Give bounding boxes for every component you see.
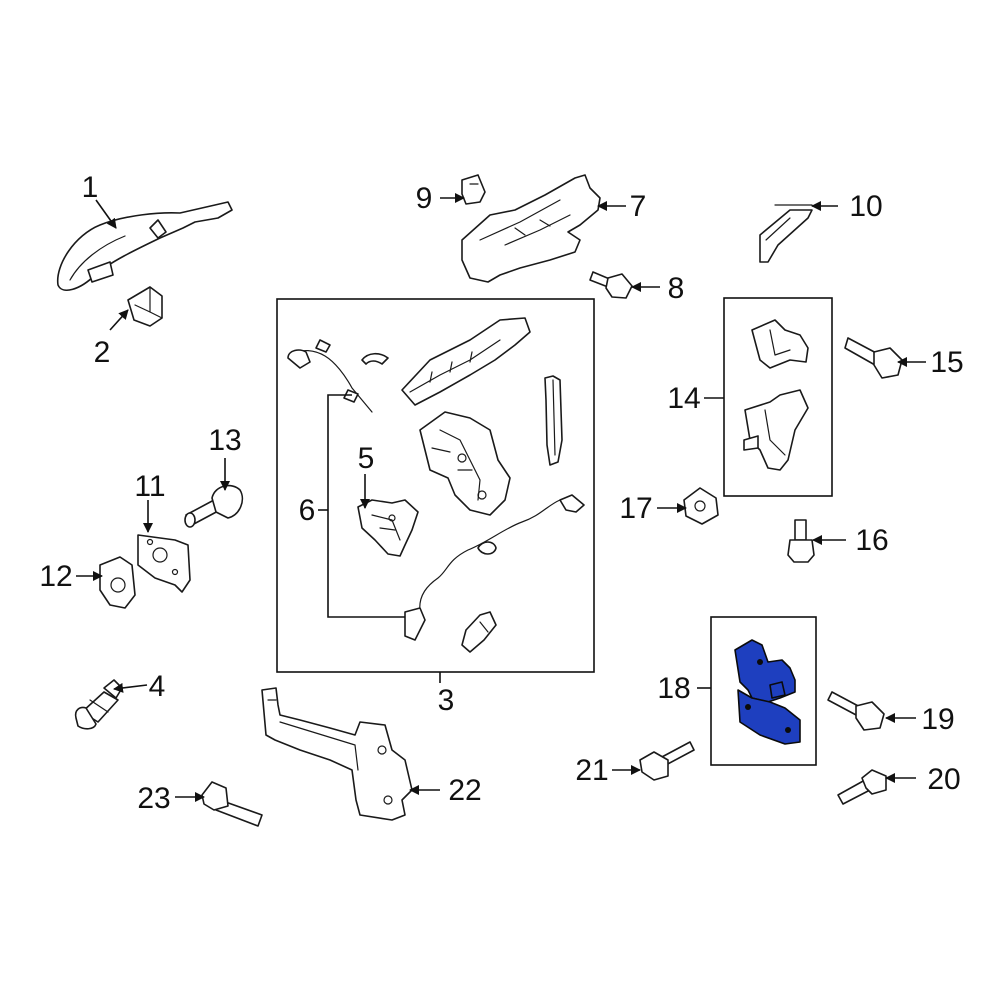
callout-8: 8 (668, 272, 685, 305)
callout-3: 3 (438, 684, 455, 717)
callout-labels: 1 2 3 4 5 6 7 8 9 10 11 12 13 14 15 16 1… (39, 171, 963, 815)
callout-12: 12 (39, 560, 72, 593)
group-box-3 (276, 298, 595, 673)
part-10-bracket[interactable] (759, 204, 813, 263)
part-8-bolt[interactable] (589, 271, 633, 299)
part-1-exterior-handle[interactable] (56, 201, 233, 291)
callout-23: 23 (137, 782, 170, 815)
part-20-bolt[interactable] (837, 769, 887, 805)
part-2-bezel-cap[interactable] (127, 286, 163, 327)
callout-21: 21 (575, 754, 608, 787)
part-19-bolt[interactable] (827, 691, 885, 731)
callout-11: 11 (134, 470, 165, 503)
part-21-bolt[interactable] (639, 741, 695, 781)
part-16-bolt[interactable] (787, 519, 815, 563)
callout-13: 13 (208, 424, 241, 457)
leaders (76, 193, 926, 802)
group-box-18 (710, 616, 817, 766)
callout-19: 19 (921, 703, 954, 736)
callout-17: 17 (619, 492, 652, 525)
callout-1: 1 (82, 171, 99, 204)
part-11-plate[interactable] (137, 534, 191, 593)
part-14-hinge-set[interactable] (743, 319, 809, 471)
part-22-door-check[interactable] (261, 687, 413, 821)
callout-5: 5 (358, 442, 375, 475)
part-15-bolt[interactable] (844, 337, 903, 379)
part-23-bolt[interactable] (201, 781, 263, 827)
callout-6: 6 (299, 494, 316, 527)
part-4-striker-pin[interactable] (74, 679, 123, 730)
part-5-latch-housing[interactable] (357, 499, 419, 557)
callout-16: 16 (855, 524, 888, 557)
callout-2: 2 (94, 336, 111, 369)
part-9-clip[interactable] (461, 174, 486, 205)
part-12-gasket[interactable] (99, 556, 136, 609)
part-3-latch-assembly[interactable] (287, 317, 585, 653)
callout-15: 15 (930, 346, 963, 379)
part-7-reinforcement[interactable] (461, 174, 601, 283)
callout-22: 22 (448, 774, 481, 807)
callout-10: 10 (849, 190, 882, 223)
callout-20: 20 (927, 763, 960, 796)
callout-18: 18 (657, 672, 690, 705)
callout-14: 14 (667, 382, 700, 415)
callout-9: 9 (416, 182, 433, 215)
part-17-nut[interactable] (683, 487, 719, 525)
callout-4: 4 (149, 670, 166, 703)
leader-6-bracket (327, 394, 405, 618)
group-box-14 (723, 297, 833, 497)
part-18-hinge-highlighted[interactable] (734, 639, 801, 745)
part-13-pin[interactable] (184, 484, 244, 528)
callout-7: 7 (630, 190, 647, 223)
